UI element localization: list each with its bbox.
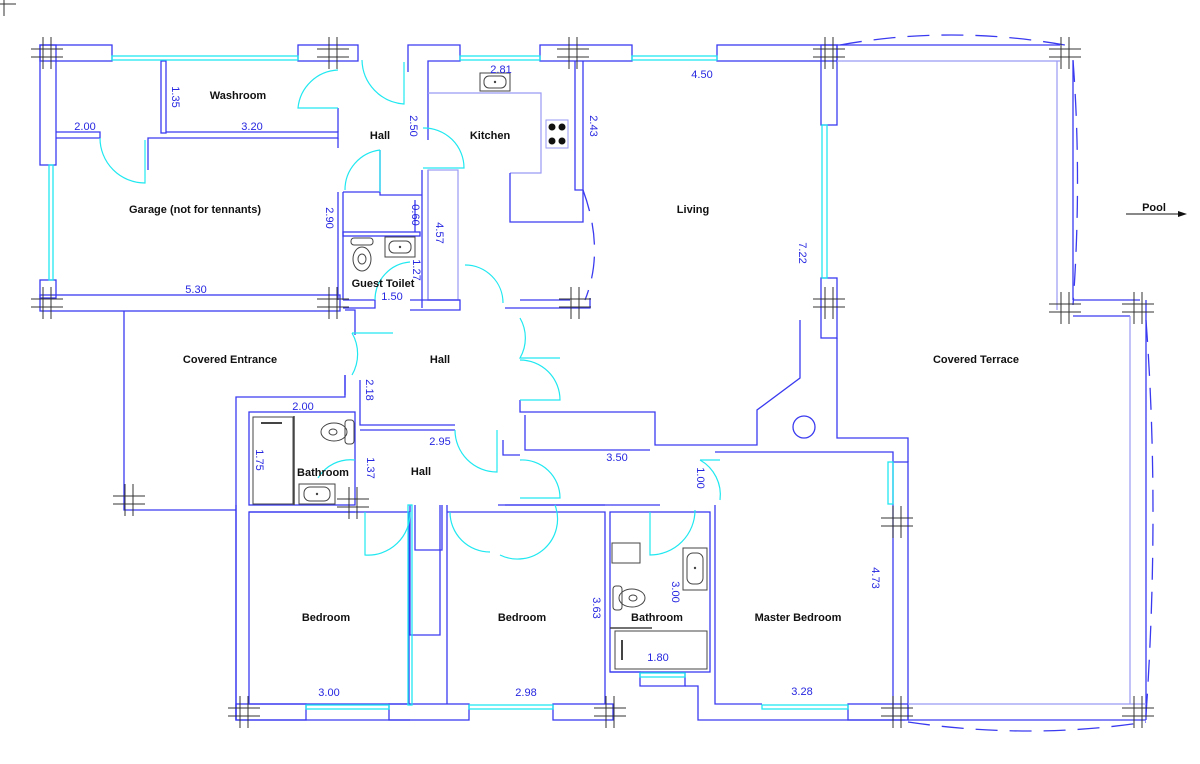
fixtures bbox=[252, 72, 708, 670]
room-label-bedroom-1: Bedroom bbox=[302, 612, 351, 624]
room-label-bedroom-2: Bedroom bbox=[498, 612, 547, 624]
dim-garage-alcove-width: 2.00 bbox=[74, 121, 95, 133]
pool-label: Pool bbox=[1142, 202, 1166, 214]
dim-master-width: 3.28 bbox=[791, 686, 812, 698]
dim-kitchen-side: 2.43 bbox=[587, 115, 599, 136]
dim-bedroom-2-width: 2.98 bbox=[515, 687, 536, 699]
roof-overhang-lines bbox=[582, 34, 1154, 732]
dim-ensuite-width: 1.80 bbox=[647, 652, 668, 664]
room-label-covered-entrance: Covered Entrance bbox=[183, 354, 277, 366]
toilet-icon bbox=[350, 237, 374, 272]
room-label-kitchen: Kitchen bbox=[470, 130, 511, 142]
walls bbox=[39, 44, 1147, 721]
dim-guest-toilet-width: 1.50 bbox=[381, 291, 402, 303]
room-labels: Washroom Hall Kitchen Living Garage (not… bbox=[129, 90, 1019, 624]
room-label-guest-toilet: Guest Toilet bbox=[352, 278, 415, 290]
dim-corridor-width: 3.50 bbox=[606, 452, 627, 464]
pool-annotation: Pool bbox=[1126, 202, 1187, 217]
dim-garage-width: 5.30 bbox=[185, 284, 206, 296]
dim-hall-top-height: 2.50 bbox=[407, 115, 419, 136]
dim-guest-toilet-height: 1.27 bbox=[410, 259, 422, 280]
dim-master-height: 4.73 bbox=[869, 567, 881, 588]
dim-hall-lower-width: 2.95 bbox=[429, 436, 450, 448]
dim-living-width: 4.50 bbox=[691, 69, 712, 81]
dimension-labels: 1.35 2.00 3.20 2.81 2.50 2.43 4.50 2.90 … bbox=[74, 64, 881, 699]
toilet-icon bbox=[612, 585, 646, 611]
room-label-washroom: Washroom bbox=[210, 90, 267, 102]
room-label-garage: Garage (not for tennants) bbox=[129, 204, 261, 216]
dim-corridor-height: 1.00 bbox=[694, 467, 706, 488]
room-label-hall-top: Hall bbox=[370, 130, 390, 142]
dim-toilet-anteroom: 0.60 bbox=[409, 204, 421, 225]
dim-washroom-width: 3.20 bbox=[241, 121, 262, 133]
ensuite-sink-icon bbox=[682, 547, 708, 591]
room-label-master-bedroom: Master Bedroom bbox=[755, 612, 842, 624]
dim-hall-lower-height: 1.37 bbox=[364, 457, 376, 478]
dim-garage-height: 2.90 bbox=[323, 207, 335, 228]
room-label-hall-middle: Hall bbox=[430, 354, 450, 366]
dim-kitchen-top: 2.81 bbox=[490, 64, 511, 76]
bathroom-sink-icon bbox=[298, 483, 336, 505]
dim-bathroom-left-height: 1.75 bbox=[253, 449, 265, 470]
doors bbox=[99, 59, 721, 560]
dim-ensuite-height: 3.00 bbox=[669, 581, 681, 602]
windows bbox=[48, 55, 894, 710]
room-label-hall-lower: Hall bbox=[411, 466, 431, 478]
dim-hall-middle-height: 2.18 bbox=[363, 379, 375, 400]
dim-bedroom-2-height: 3.63 bbox=[590, 597, 602, 618]
arrow-right-icon bbox=[1126, 211, 1187, 217]
room-label-bathroom-ensuite: Bathroom bbox=[631, 612, 683, 624]
kitchen-sink-icon bbox=[479, 72, 511, 92]
dim-bathroom-left-width: 2.00 bbox=[292, 401, 313, 413]
dim-bedroom-1-width: 3.00 bbox=[318, 687, 339, 699]
dim-kitchen-length: 4.57 bbox=[433, 222, 445, 243]
guest-sink-icon bbox=[384, 236, 416, 258]
bathtub-icon bbox=[610, 627, 708, 670]
dim-living-height: 7.22 bbox=[796, 242, 808, 263]
dim-washroom-height: 1.35 bbox=[169, 86, 181, 107]
bathtub-icon bbox=[252, 416, 295, 505]
room-label-living: Living bbox=[677, 204, 709, 216]
toilet-icon bbox=[320, 419, 355, 445]
room-label-covered-terrace: Covered Terrace bbox=[933, 354, 1019, 366]
stove-hob-icon bbox=[545, 119, 569, 149]
room-label-bathroom-left: Bathroom bbox=[297, 467, 349, 479]
